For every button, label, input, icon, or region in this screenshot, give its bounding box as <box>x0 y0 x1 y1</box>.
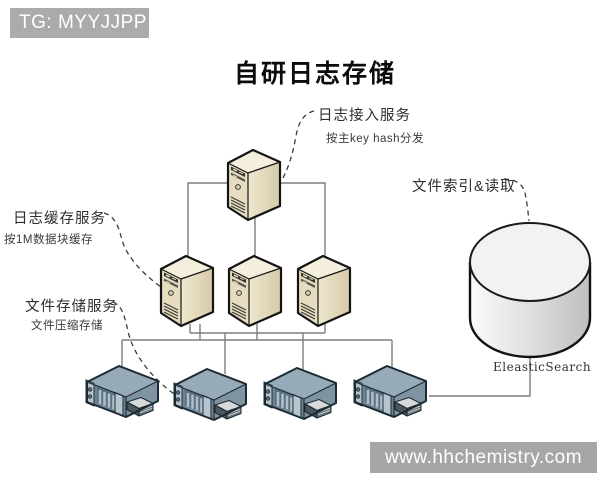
rack-server-icon-2 <box>172 367 248 422</box>
rack-server-icon-4 <box>352 364 428 419</box>
elasticsearch-label: EleasticSearch <box>493 360 592 374</box>
sublabel-file-compress: 文件压缩存储 <box>31 320 103 332</box>
tower-server-icon-cache-1 <box>159 254 215 328</box>
dashed-annotation-lines <box>103 110 530 397</box>
database-cylinder-icon <box>468 222 592 359</box>
tower-server-icon-access <box>226 148 282 222</box>
tower-server-icon-cache-2 <box>227 254 283 328</box>
leader-log-cache <box>103 212 165 290</box>
rack-server-icon-1 <box>84 364 160 419</box>
leader-log-access <box>282 110 315 179</box>
label-log-access: 日志接入服务 <box>318 108 411 124</box>
tower-server-icon-cache-3 <box>296 254 352 328</box>
label-file-storage: 文件存储服务 <box>25 299 118 315</box>
sublabel-1m-block-cache: 按1M数据块缓存 <box>4 234 93 246</box>
rack-server-icon-3 <box>262 366 338 421</box>
label-file-index-read: 文件索引&读取 <box>412 179 516 195</box>
page-title: 自研日志存储 <box>233 60 396 88</box>
tg-badge: TG: MYYJJPP <box>10 8 149 38</box>
leader-file-index <box>503 178 530 222</box>
watermark: www.hhchemistry.com <box>370 442 597 473</box>
sublabel-key-hash-dispatch: 按主key hash分发 <box>326 133 425 145</box>
leader-file-storage <box>112 301 178 397</box>
label-log-cache: 日志缓存服务 <box>13 211 106 227</box>
